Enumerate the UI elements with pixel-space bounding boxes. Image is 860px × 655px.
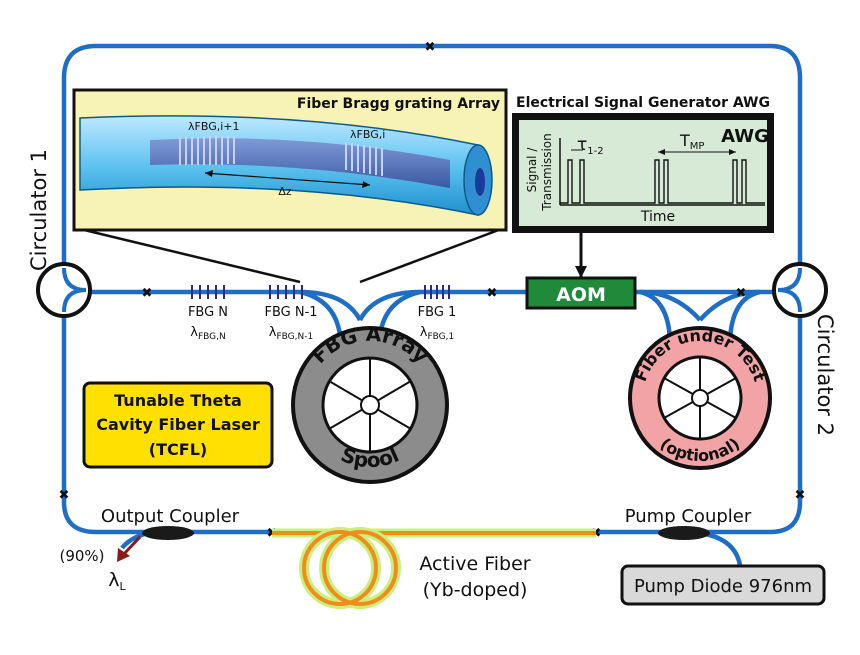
pump-diode: Pump Diode 976nm <box>620 564 826 606</box>
circulator-2-label: Circulator 2 <box>813 314 837 436</box>
output-coupler-label: Output Coupler <box>101 506 240 527</box>
awg-ylabel-1: Signal / <box>525 147 539 193</box>
active-fiber: Active Fiber (Yb-doped) <box>272 527 596 609</box>
awg-xlabel: Time <box>640 209 675 225</box>
aom-label: AOM <box>556 284 606 306</box>
output-coupler: Output Coupler (90%) λL <box>59 506 239 593</box>
fbg-panel-title: Fiber Bragg grating Array <box>297 96 500 112</box>
tau-label: τ1-2 <box>577 135 604 157</box>
pump-coupler: Pump Coupler <box>625 506 752 540</box>
splice-mark: ✖ <box>736 286 747 301</box>
fbg-array-spool: FBG Array Spool <box>291 322 449 484</box>
fbg-panel: Fiber Bragg grating Array λFBG,i+1 λFBG,… <box>72 88 508 284</box>
output-percent: (90%) <box>59 547 104 565</box>
fbg-1-label: FBG 1 <box>418 305 457 320</box>
active-fiber-sub: (Yb-doped) <box>423 579 528 601</box>
outer-fiber-loop <box>61 43 803 566</box>
fbg-n1-label: FBG N-1 <box>264 305 317 320</box>
splice-mark: ✖ <box>795 488 806 503</box>
tcfl-line-1: Tunable Theta <box>114 391 242 410</box>
fiber-under-test-spool: Fiber under Test (optional) <box>628 326 772 470</box>
pump-coupler-label: Pump Coupler <box>625 506 752 527</box>
fbg-dz: Δz <box>278 185 292 198</box>
tcfl-box: Tunable Theta Cavity Fiber Laser (TCFL) <box>82 381 274 469</box>
circulator-1: Circulator 1 <box>27 149 92 318</box>
splice-mark: ✖ <box>142 286 153 301</box>
awg-ylabel-2: Transmission <box>540 133 554 212</box>
aom-block: AOM <box>525 276 637 310</box>
circulator-2: Circulator 2 <box>772 262 837 436</box>
fbg-1-lambda: λFBG,1 <box>420 325 454 342</box>
circulator-1-label: Circulator 1 <box>27 149 51 271</box>
tmp-label: TMP <box>679 131 704 152</box>
pump-diode-label: Pump Diode 976nm <box>634 576 812 597</box>
awg-title: Electrical Signal Generator AWG <box>516 95 770 111</box>
fbg-n-label: FBG N <box>188 305 228 320</box>
fbg-n-lambda: λFBG,N <box>190 325 225 342</box>
tcfl-line-3: (TCFL) <box>149 440 207 459</box>
fbg-lambda-i: λFBG,i <box>350 128 385 141</box>
fbg-n1-lambda: λFBG,N-1 <box>269 325 313 342</box>
awg-tag: AWG <box>721 126 769 147</box>
fbg-markers <box>191 285 450 299</box>
splice-mark: ✖ <box>425 40 436 55</box>
fbg-lambda-i1: λFBG,i+1 <box>188 120 239 133</box>
tcfl-line-2: Cavity Fiber Laser <box>96 415 260 434</box>
output-lambda: λL <box>108 569 126 593</box>
awg-panel: Electrical Signal Generator AWG AWG Sign… <box>512 95 774 278</box>
splice-mark: ✖ <box>487 286 498 301</box>
active-fiber-label: Active Fiber <box>419 553 530 575</box>
splice-mark: ✖ <box>59 488 70 503</box>
